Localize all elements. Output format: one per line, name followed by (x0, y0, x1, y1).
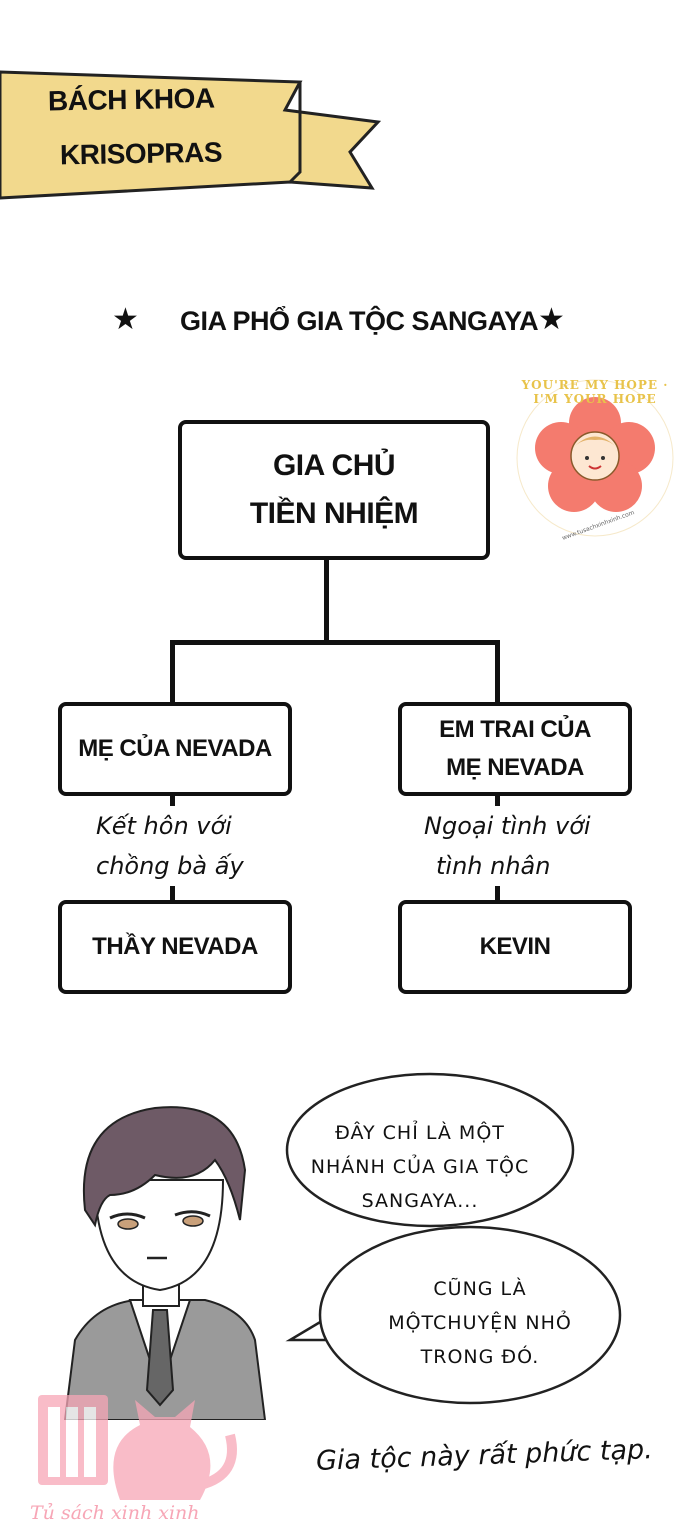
bubble-top-line1: ĐÂY CHỈ LÀ MỘT (335, 1122, 505, 1144)
right-relation-caption: Ngoại tình với tình nhân (420, 806, 595, 886)
right-child-node: KEVIN (398, 900, 632, 994)
root-node-line2: TIỀN NHIỆM (249, 497, 419, 530)
banner-ribbon (0, 70, 382, 200)
bubble-bottom-line2: MỘTCHUYỆN NHỎ (388, 1312, 572, 1334)
star-left-icon: ★ (112, 302, 139, 337)
left-relation-line2: chồng bà ấy (92, 846, 248, 886)
left-relation-line1: Kết hôn với (92, 806, 248, 846)
right-parent-line1: EM TRAI CỦA (439, 716, 591, 743)
bubble-bottom-line3: TRONG ĐÓ. (420, 1346, 540, 1368)
logo-cat-icon (38, 1395, 237, 1500)
right-relation-line1: Ngoại tình với (420, 806, 595, 846)
heading-title: GIA PHỔ GIA TỘC SANGAYA (180, 306, 539, 336)
right-parent-line2: MẸ NEVADA (446, 754, 584, 781)
right-parent-node: EM TRAI CỦA MẸ NEVADA (398, 702, 632, 796)
right-child-label: KEVIN (479, 933, 551, 960)
bubble-top-line3: SANGAYA... (361, 1190, 479, 1212)
watermark-badge (516, 379, 674, 537)
right-relation-line2: tình nhân (432, 846, 555, 886)
root-node: GIA CHỦ TIỀN NHIỆM (178, 420, 490, 560)
bubble-top-line2: NHÁNH CỦA GIA TỘC (310, 1156, 530, 1178)
left-child-node: THẦY NEVADA (58, 900, 292, 994)
left-parent-label: MẸ CỦA NEVADA (78, 735, 272, 762)
speech-bubble-top (285, 1072, 575, 1228)
banner-title-line2: KRISOPRAS (59, 136, 223, 171)
bubble-bottom-line1: CŨNG LÀ (433, 1278, 527, 1300)
left-parent-node: MẸ CỦA NEVADA (58, 702, 292, 796)
bubble-top-text: ĐÂY CHỈ LÀ MỘT NHÁNH CỦA GIA TỘC SANGAYA… (300, 1116, 540, 1218)
footer-note: Gia tộc này rất phức tạp. (315, 1434, 654, 1477)
character-illustration (63, 1106, 267, 1420)
logo-text: Tủ sách xinh xinh (30, 1502, 200, 1524)
left-relation-caption: Kết hôn với chồng bà ấy (92, 806, 248, 886)
star-right-icon: ★ (538, 302, 565, 337)
left-branch-drop (170, 640, 175, 706)
left-child-label: THẦY NEVADA (92, 933, 258, 960)
right-branch-drop (495, 640, 500, 706)
branch-horizontal-line (170, 640, 500, 645)
banner-title-line1: BÁCH KHOA (47, 82, 215, 117)
root-node-line1: GIA CHỦ (272, 449, 396, 482)
root-connector (324, 556, 329, 642)
watermark-ring-text: YOU'RE MY HOPE · I'M YOUR HOPE (521, 378, 669, 406)
speech-bubble-bottom (285, 1225, 622, 1405)
bubble-bottom-text: CŨNG LÀ MỘTCHUYỆN NHỎ TRONG ĐÓ. (350, 1272, 610, 1374)
